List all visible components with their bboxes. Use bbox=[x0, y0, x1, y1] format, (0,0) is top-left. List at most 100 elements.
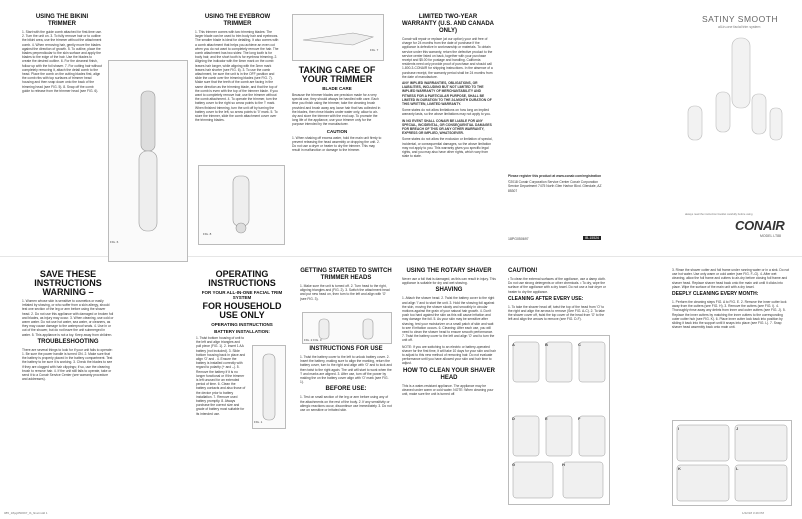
fig-letter-h: H bbox=[562, 462, 565, 467]
fig-6-label: FIG. 6 bbox=[110, 240, 119, 244]
cleaning-steps-illustration bbox=[512, 341, 606, 499]
operating-subtitle: FOR YOUR ALL-IN-ONE FACIAL TRIM SYSTEM bbox=[201, 290, 283, 300]
product-set-illustration bbox=[687, 37, 783, 141]
warranty-body-2: Some states do not allow limitations on … bbox=[402, 108, 491, 117]
instructions-for-use-body: 1. Twist the battery cover to the left t… bbox=[300, 355, 392, 385]
blade-care-subtitle: BLADE CARE bbox=[322, 86, 352, 91]
battery-title: BATTERY INSTALLATION: bbox=[214, 329, 270, 334]
care-body: Because the trimmer blades are precision… bbox=[292, 93, 381, 127]
before-use-title: BEFORE USE: bbox=[325, 386, 367, 393]
fig-1-image bbox=[252, 345, 286, 429]
troubleshooting-title: TROUBLESHOOTING bbox=[37, 338, 99, 345]
fig-letter-f: F bbox=[578, 416, 581, 421]
rotary-shaver-title: USING THE ROTARY SHAVER bbox=[406, 268, 492, 274]
fig-letter-i: I bbox=[678, 426, 680, 431]
getting-started-section: GETTING STARTED TO SWITCH TRIMMER HEADS … bbox=[300, 268, 392, 303]
care-caution-body: 1. When shaking off excess water, hold t… bbox=[292, 135, 382, 153]
product-code: 18PG050697 bbox=[508, 237, 529, 241]
head-switch-illustration bbox=[318, 318, 374, 340]
conair-logo: CONAIR bbox=[735, 218, 785, 233]
clean-head-body: This is a water-resistant appliance. The… bbox=[402, 383, 494, 397]
operating-title: OPERATING INSTRUCTIONS bbox=[208, 269, 276, 288]
fig-letter-e: E bbox=[545, 416, 548, 421]
bikini-trimmer-section: USING THE BIKINI TRIMMER 1. Start with t… bbox=[22, 14, 102, 95]
eyebrow-body: 1. This trimmer comes with two trimming … bbox=[195, 30, 279, 123]
before-use-body: 1. Test on small section of the leg or a… bbox=[300, 395, 392, 413]
fig-letter-a: A bbox=[512, 342, 515, 347]
caution-title: CAUTION! bbox=[508, 268, 538, 274]
rotary-shaver-section: USING THE ROTARY SHAVER Never use a foil… bbox=[402, 268, 496, 398]
cleaning-body: 1. To take the shaver head off, twist th… bbox=[508, 304, 605, 322]
caution-body: • To clean the external surfaces of the … bbox=[508, 277, 606, 294]
operating-body: 1. Twist bottom housing of unit to the l… bbox=[196, 336, 246, 416]
troubleshooting-body: There are several things to look for if … bbox=[22, 347, 113, 382]
fig-1-label: FIG. 1 bbox=[254, 420, 263, 424]
rinse-body: 3. Rinse the shaver cutter and foil fram… bbox=[672, 268, 790, 289]
deep-cleaning-body: 1. Perform the cleaning steps FIG. A to … bbox=[672, 300, 787, 330]
instructions-for-use-section: INSTRUCTIONS FOR USE 1. Twist the batter… bbox=[300, 346, 392, 414]
battery-illustration bbox=[262, 353, 276, 421]
shaving-title: SHAVING bbox=[435, 287, 463, 294]
operating-section: OPERATING INSTRUCTIONS FOR YOUR ALL-IN-O… bbox=[196, 270, 288, 418]
deep-cleaning-illustration bbox=[676, 424, 788, 502]
warranty-body-1: Conair will repair or replace (at our op… bbox=[402, 37, 493, 79]
product-image bbox=[628, 34, 788, 149]
fig-8-image bbox=[198, 165, 285, 245]
eyebrow-title: USING THE EYEBROW TRIMMER bbox=[204, 14, 271, 27]
shaving-note: NOTE: If you are switching to an electri… bbox=[402, 344, 496, 366]
deep-cleaning-title: DEEPLY CLEANING EVERY MONTH: bbox=[672, 291, 759, 298]
fig-letter-j: J bbox=[736, 426, 739, 431]
model-number: MODEL LT88 bbox=[760, 234, 782, 238]
cleaning-figures-a-h bbox=[508, 335, 610, 505]
warranty-caps-1: ANY IMPLIED WARRANTIES, OBLIGATIONS, OR … bbox=[402, 81, 492, 107]
getting-started-title: GETTING STARTED TO SWITCH TRIMMER HEADS bbox=[300, 268, 392, 281]
bikini-title: USING THE BIKINI TRIMMER bbox=[35, 14, 89, 27]
fig-7-label: FIG. 7 bbox=[370, 48, 379, 52]
fig-6-image bbox=[108, 60, 188, 262]
fig-letter-d: D bbox=[512, 416, 515, 421]
register-text: Please register this product at www.cona… bbox=[508, 174, 602, 178]
ib-badge: IB-15526 bbox=[583, 236, 602, 240]
fig-8-label: FIG. 8 bbox=[203, 232, 212, 236]
warranty-body-3: Some states do not allow the exclusion o… bbox=[402, 137, 493, 159]
instructions-for-use-title: INSTRUCTIONS FOR USE bbox=[309, 346, 383, 352]
fig-letter-g: G bbox=[512, 462, 516, 467]
panel-divider bbox=[0, 256, 802, 257]
registration-section: Please register this product at www.cona… bbox=[508, 174, 606, 195]
operating-subtitle-2: OPERATING INSTRUCTIONS bbox=[211, 322, 273, 327]
cleaning-title: CLEANING AFTER EVERY USE: bbox=[508, 295, 584, 302]
care-section: TAKING CARE OF YOUR TRIMMER BLADE CARE B… bbox=[292, 66, 382, 154]
shaving-body: 1. Attach the shaver head. 2. Twist the … bbox=[402, 296, 495, 343]
warranty-section: LIMITED TWO-YEAR WARRANTY (U.S. AND CANA… bbox=[402, 14, 494, 160]
rotary-shaver-intro: Never use a foil that is damaged, as thi… bbox=[402, 277, 496, 286]
deep-cleaning-section: 3. Rinse the shaver cutter and foil fram… bbox=[672, 268, 790, 331]
household-title: FOR HOUSEHOLD USE ONLY bbox=[202, 301, 282, 320]
getting-started-body: 1. Make sure the unit is turned off. 2. … bbox=[300, 284, 390, 301]
fig-letter-k: K bbox=[678, 466, 681, 471]
footer-timestamp: 1/22/18 3:49 PM bbox=[742, 511, 765, 515]
fig-2-3-image bbox=[302, 312, 392, 344]
warning-section: SAVE THESE INSTRUCTIONS WARNING – 1. Wom… bbox=[22, 270, 114, 383]
bikini-body: 1. Start with the guide comb attached fo… bbox=[22, 30, 102, 93]
care-title: TAKING CARE OF YOUR TRIMMER bbox=[298, 65, 376, 84]
address-text: ©2018 Conair Corporation Service Center … bbox=[508, 180, 602, 193]
clean-head-title: HOW TO CLEAN YOUR SHAVER HEAD bbox=[402, 367, 495, 381]
fig-2-3-label: FIG. 2 FIG. 3 bbox=[304, 338, 322, 342]
brand-subtitle: all-in-one facial trim system bbox=[718, 25, 761, 29]
bikini-trimmer-illustration bbox=[138, 90, 158, 232]
cleaning-figures-i-l bbox=[672, 420, 792, 506]
caution-section: CAUTION! • To clean the external surface… bbox=[508, 268, 608, 324]
fig-7-image bbox=[292, 14, 384, 61]
fig-letter-c: C bbox=[578, 342, 581, 347]
warranty-caps-2: IN NO EVENT SHALL CONAIR BE LIABLE FOR A… bbox=[402, 118, 492, 136]
blade-illustration bbox=[302, 32, 375, 46]
eyebrow-trimmer-section: USING THE EYEBROW TRIMMER 1. This trimme… bbox=[195, 14, 280, 124]
fig-letter-b: B bbox=[545, 342, 548, 347]
tagline: always read the instruction booklet care… bbox=[685, 213, 753, 216]
warranty-title: LIMITED TWO-YEAR WARRANTY (U.S. AND CANA… bbox=[402, 14, 494, 34]
warning-body: 1. Women whose skin is sensitive to cosm… bbox=[22, 299, 114, 337]
comb-trimmer-illustration bbox=[232, 175, 250, 234]
footer-file-name: 085_18pg050697_lb_final.indd 1 bbox=[4, 511, 48, 515]
fig-letter-l: L bbox=[736, 466, 739, 471]
care-caution-title: CAUTION bbox=[326, 128, 348, 134]
